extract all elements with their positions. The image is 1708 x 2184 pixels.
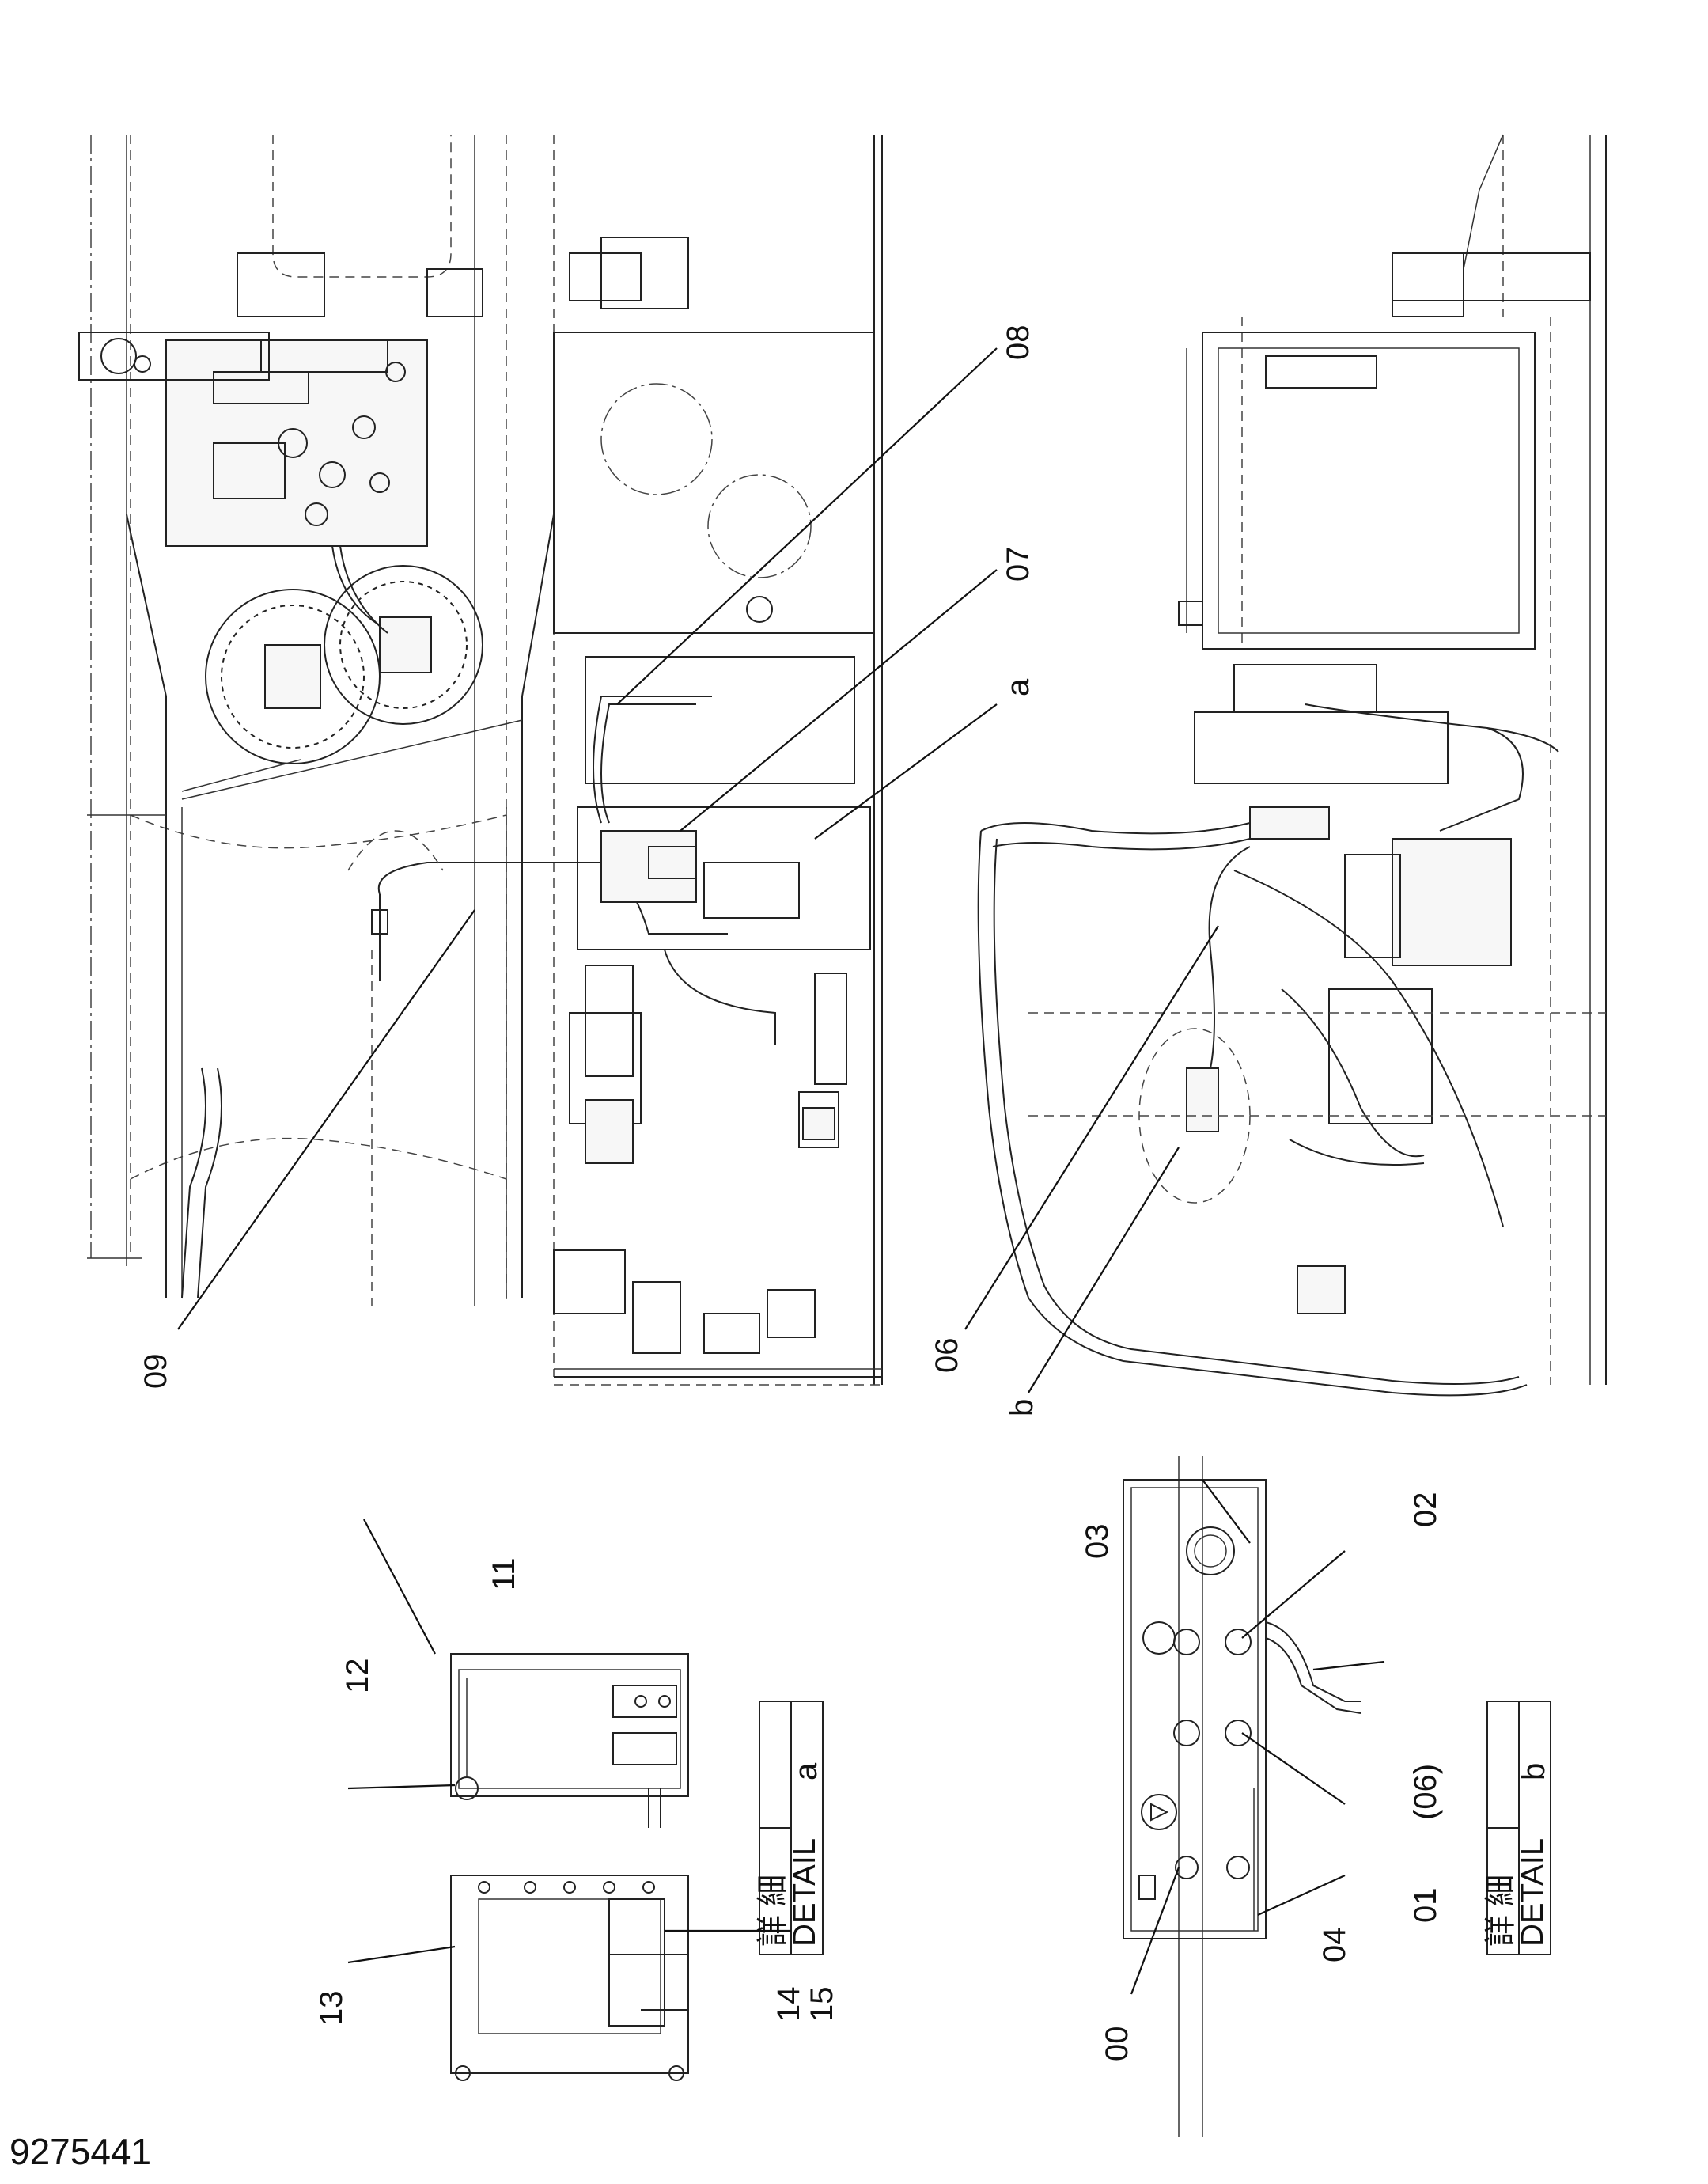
left-frame-assembly [78, 135, 883, 1385]
callout-03: 03 [1080, 1524, 1115, 1560]
callout-11: 11 [487, 1557, 521, 1591]
detail-b-label-box: 詳 細 DETAIL b [1483, 1701, 1551, 1955]
callout-12: 12 [340, 1659, 375, 1694]
detail-a-label-box: 詳 細 DETAIL a [756, 1701, 824, 1955]
callout-00: 00 [1100, 2027, 1134, 2062]
callout-01: 01 [1408, 1888, 1443, 1924]
leader-lines [177, 347, 1385, 1995]
callout-06: 06 [930, 1338, 964, 1374]
detail-b-jp: 詳 細 [1483, 1875, 1518, 1947]
callout-14: 14 [771, 1987, 806, 2023]
detail-a-unit-side [450, 1875, 689, 2081]
detail-a-unit-top [450, 1653, 689, 1828]
drawing-number: 9275441 [9, 2131, 152, 2172]
detail-a-jp: 詳 細 [756, 1875, 790, 1947]
cab-view-right [977, 134, 1607, 1397]
callouts: 08 07 a 09 06 b 11 12 13 14 15 03 02 (06… [138, 325, 1443, 2062]
detail-b-letter: b [1517, 1763, 1551, 1780]
detail-a-letter: a [789, 1762, 824, 1780]
callout-13: 13 [314, 1991, 349, 2027]
cab-floor-left [553, 332, 882, 1386]
callout-02: 02 [1408, 1492, 1443, 1528]
detail-b-switch-panel [1123, 1456, 1361, 2137]
callout-06-paren: (06) [1408, 1764, 1443, 1820]
callout-15: 15 [805, 1987, 839, 2023]
detail-b-en: DETAIL [1515, 1838, 1550, 1947]
callout-07: 07 [1001, 547, 1036, 582]
callout-08: 08 [1001, 325, 1036, 361]
callout-09: 09 [138, 1354, 173, 1390]
callout-04: 04 [1317, 1928, 1352, 1963]
callout-b: b [1005, 1399, 1040, 1416]
detail-a-en: DETAIL [787, 1838, 822, 1947]
callout-a: a [1001, 678, 1036, 696]
